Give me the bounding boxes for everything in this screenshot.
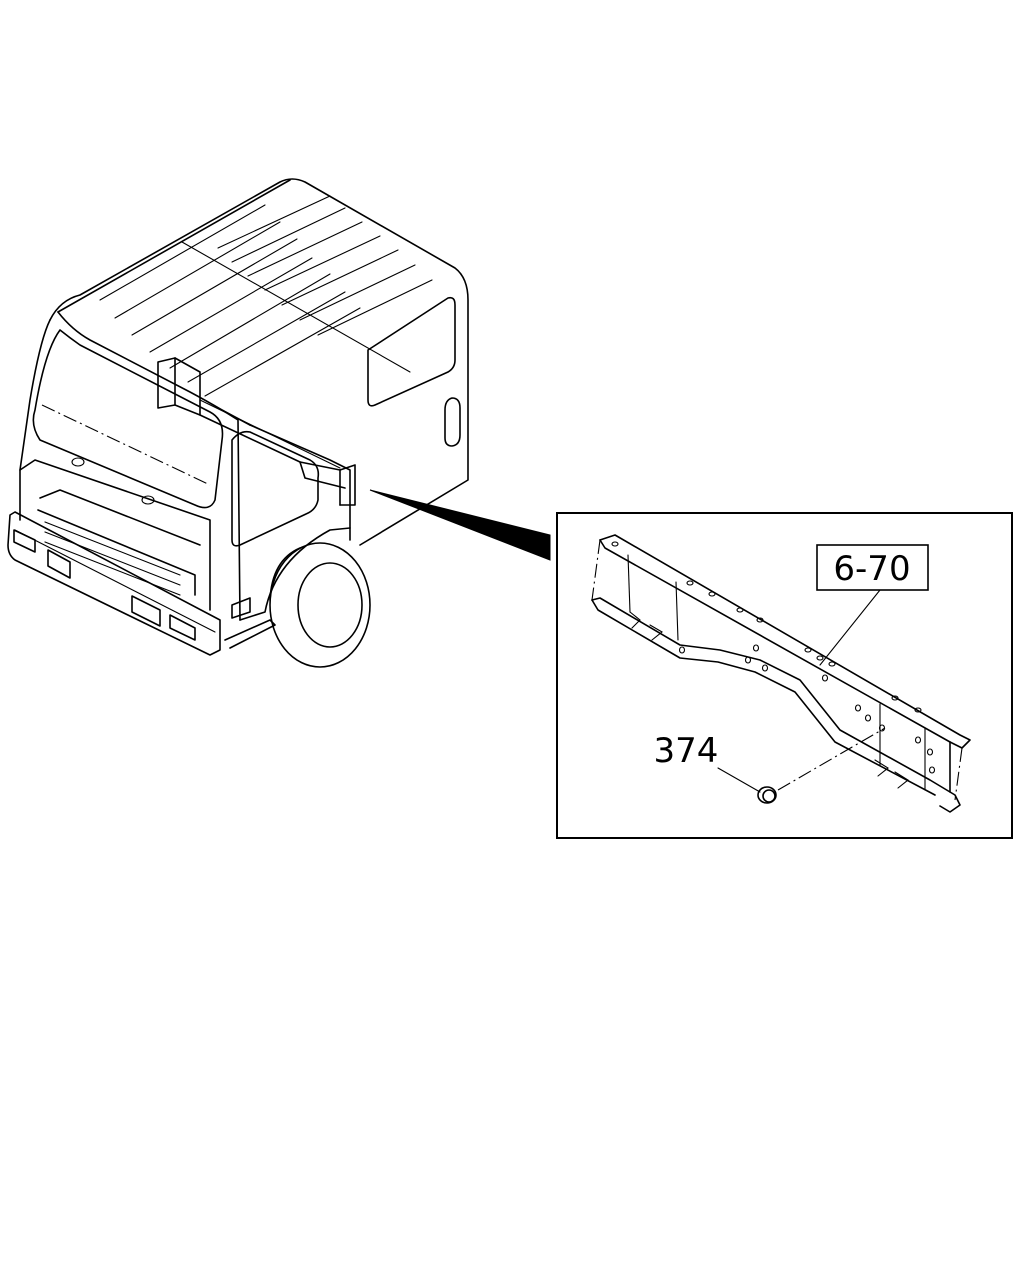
part-center-line xyxy=(777,727,886,791)
ref-leader-line xyxy=(819,589,881,666)
cross-member-part xyxy=(591,534,971,813)
detail-frame xyxy=(556,512,1013,839)
truck-cab-illustration xyxy=(7,178,551,668)
detail-pointer-wedge xyxy=(369,489,551,561)
detail-inset: 6-70 374 xyxy=(556,512,1013,839)
ref-box xyxy=(816,544,929,591)
ref-box-label: 6-70 xyxy=(833,549,910,589)
plug-part xyxy=(757,786,777,804)
part-leader-line xyxy=(717,767,761,793)
part-number-label: 374 xyxy=(654,731,719,771)
